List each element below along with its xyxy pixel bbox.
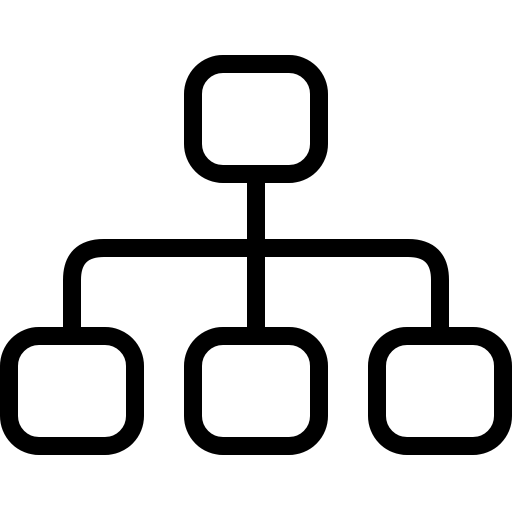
bottom-center-node-box [184, 327, 328, 455]
bottom-left-node-box [0, 327, 144, 455]
bottom-right-node-box [368, 327, 512, 455]
branch-connector-line [63, 239, 449, 336]
top-node-box [184, 55, 328, 183]
